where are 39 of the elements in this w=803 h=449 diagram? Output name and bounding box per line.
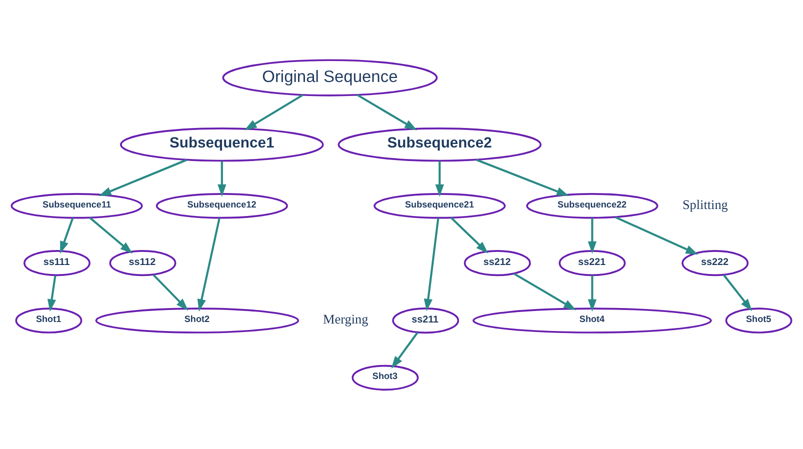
arrow — [476, 158, 570, 196]
node-ellipse: Shot5 — [725, 307, 792, 333]
arrow — [356, 93, 418, 130]
node-ellipse: ss212 — [464, 250, 531, 276]
node-ellipse: ss222 — [682, 250, 749, 276]
arrow — [60, 217, 74, 254]
arrow — [244, 94, 304, 130]
label: Splitting — [682, 196, 728, 212]
arrow — [197, 217, 220, 312]
arrow — [47, 274, 56, 312]
arrow — [450, 216, 488, 253]
node-ellipse: ss221 — [558, 250, 626, 276]
node-ellipse: Subsequence1 — [120, 127, 324, 162]
node-ellipse: Shot2 — [95, 307, 300, 333]
node-ellipse: ss211 — [392, 307, 460, 334]
arrow — [152, 274, 188, 310]
label: Merging — [323, 311, 368, 326]
node-ellipse: Subsequence11 — [10, 192, 143, 218]
node-ellipse: Shot1 — [15, 307, 82, 333]
arrow — [218, 160, 226, 196]
node-ellipse: Subsequence21 — [374, 192, 506, 218]
arrow — [391, 332, 418, 368]
arrow — [89, 216, 133, 254]
arrow — [424, 217, 440, 311]
arrow — [722, 274, 752, 311]
arrow — [98, 158, 187, 196]
node-ellipse: Subsequence2 — [338, 127, 542, 162]
node-ellipse: Subsequence22 — [526, 192, 658, 218]
arrow — [614, 216, 698, 254]
arrow — [435, 160, 444, 196]
arrow — [588, 274, 597, 312]
node-ellipse: ss112 — [109, 250, 176, 276]
node-ellipse: Shot4 — [472, 307, 712, 333]
node-ellipse: Original Sequence — [222, 58, 438, 96]
node-ellipse: Shot3 — [352, 364, 419, 390]
node-ellipse: ss111 — [24, 250, 90, 276]
node-ellipse: Subsequence12 — [156, 192, 288, 218]
arrow — [588, 217, 597, 254]
arrow — [514, 272, 576, 310]
